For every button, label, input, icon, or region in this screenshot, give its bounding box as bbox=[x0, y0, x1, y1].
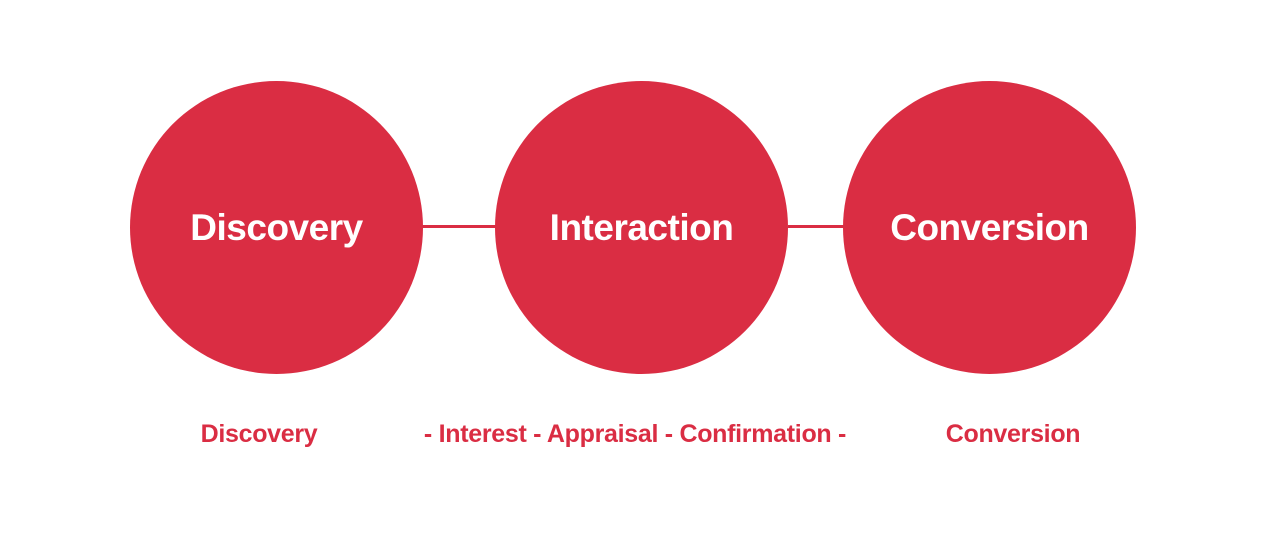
stage-circle-interaction: Interaction bbox=[495, 81, 788, 374]
stage-sub-label-discovery: Discovery bbox=[200, 420, 318, 448]
stage-circle-discovery-label: Discovery bbox=[190, 206, 363, 248]
stage-sub-label-interaction-phases: - Interest - Appraisal - Confirmation - bbox=[423, 420, 847, 448]
connector-line-interaction-conversion bbox=[788, 225, 844, 228]
connector-line-discovery-interaction bbox=[422, 225, 496, 228]
stage-sub-label-conversion: Conversion bbox=[945, 420, 1081, 448]
stage-circle-conversion: Conversion bbox=[843, 81, 1136, 374]
stage-circle-interaction-label: Interaction bbox=[549, 206, 734, 248]
stage-circle-discovery: Discovery bbox=[130, 81, 423, 374]
stage-circle-conversion-label: Conversion bbox=[890, 206, 1089, 248]
